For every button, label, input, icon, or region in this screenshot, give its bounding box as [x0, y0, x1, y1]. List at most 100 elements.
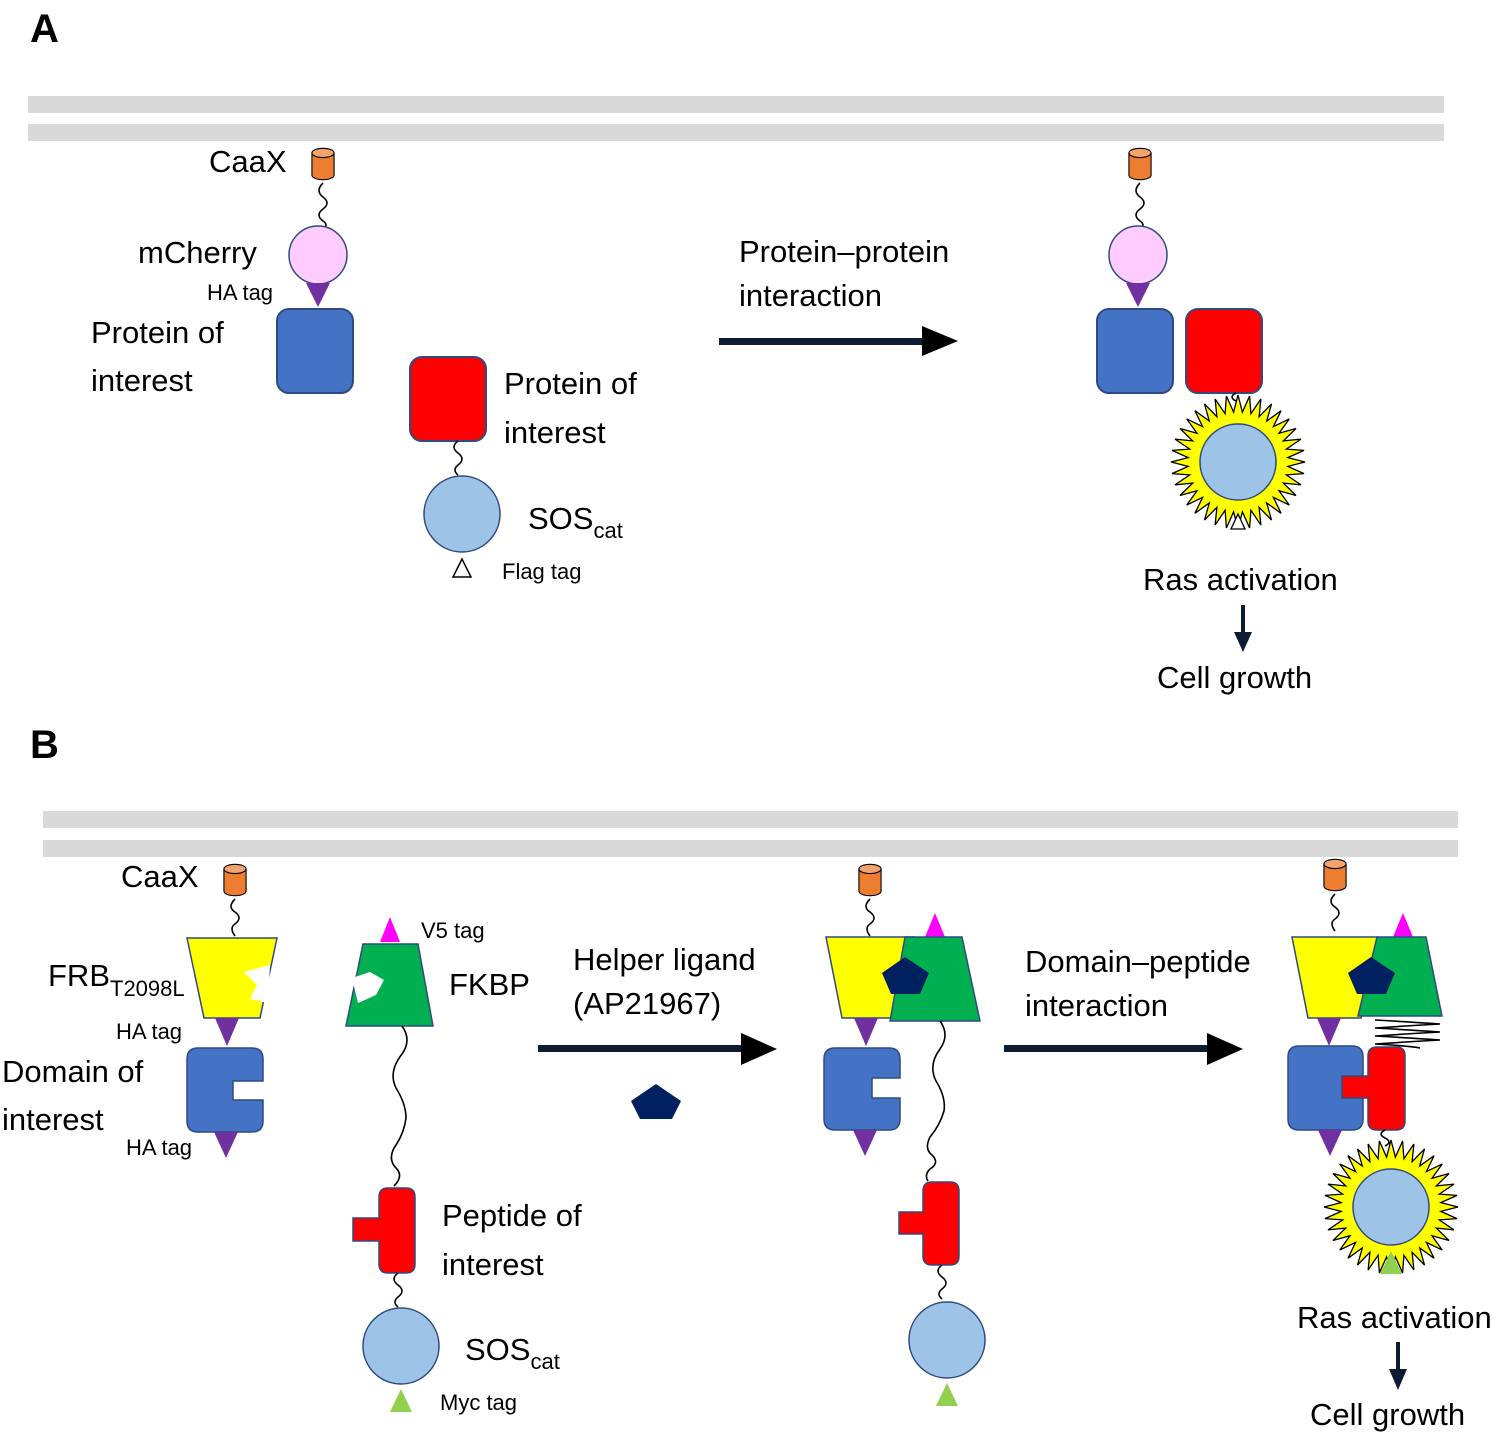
ras-activation-label: Ras activation: [1297, 1300, 1492, 1335]
fkbp-pocket: [352, 972, 384, 1003]
sos-label-main: SOS: [528, 501, 593, 536]
sos-circle: [423, 475, 501, 553]
arrow1-label-line1: Helper ligand: [573, 942, 756, 977]
mcherry-circle: [288, 225, 348, 285]
sos-circle: [1352, 1168, 1430, 1246]
caax-icon: [311, 147, 335, 181]
linker: [230, 898, 240, 937]
sos-label-sub: cat: [593, 518, 622, 543]
prey-protein-box: [1185, 308, 1263, 394]
ligand-pentagon-icon: [882, 957, 929, 994]
caax-icon: [223, 863, 247, 897]
domain-label-line2: interest: [2, 1102, 104, 1137]
sos-label-sub: cat: [530, 1349, 559, 1374]
myc-tag-label: Myc tag: [440, 1390, 517, 1415]
linker: [393, 1272, 403, 1308]
caax-icon: [858, 863, 882, 897]
panel-a-membrane-inner: [28, 124, 1444, 141]
domain-of-interest-shape: [1287, 1045, 1364, 1131]
arrow2-label-line1: Domain–peptide: [1025, 944, 1251, 979]
domain-of-interest-shape: [823, 1047, 901, 1131]
panel-b-membrane-inner: [43, 840, 1458, 857]
mcherry-label: mCherry: [138, 235, 257, 270]
flag-tag-triangle-icon: [451, 557, 473, 578]
interaction-arrow-shaft: [1004, 1045, 1212, 1052]
panel-a-letter: A: [30, 7, 59, 51]
arrow2-label-line2: interaction: [1025, 988, 1168, 1023]
linker: [925, 1020, 946, 1182]
bait-protein-label-line1: Protein of: [91, 315, 224, 350]
sos-circle: [908, 1301, 986, 1379]
arrow-label-line1: Protein–protein: [739, 234, 949, 269]
sos-circle: [362, 1307, 440, 1385]
domain-label-line1: Domain of: [2, 1054, 144, 1089]
cell-growth-label: Cell growth: [1310, 1397, 1465, 1432]
frb-label: FRBT2098L: [48, 958, 185, 1001]
ligand-arrow-shaft: [538, 1045, 746, 1052]
ligand-arrow-head-icon: [741, 1033, 777, 1065]
bait-protein-label-line2: interest: [91, 363, 193, 398]
ligand-pentagon-icon: [1348, 957, 1395, 994]
prey-protein-label-line2: interest: [504, 415, 606, 450]
ligand-pentagon-icon: [631, 1084, 681, 1119]
v5-tag-triangle-icon: [380, 917, 400, 942]
bait-protein-box: [1096, 308, 1174, 394]
peptide-label-line2: interest: [442, 1247, 544, 1282]
domain-of-interest-shape: [186, 1047, 264, 1133]
interaction-arrow-head-icon: [922, 326, 958, 356]
linker: [1380, 1129, 1390, 1147]
ha-tag-triangle-icon: [214, 1132, 238, 1158]
linker: [1135, 182, 1145, 230]
ha-tag-label-bottom: HA tag: [126, 1135, 192, 1160]
myc-tag-triangle-icon: [1380, 1251, 1402, 1274]
interaction-arrow-head-icon: [1207, 1033, 1243, 1065]
linker: [1330, 893, 1340, 932]
caax-icon: [1128, 147, 1152, 181]
caax-label: CaaX: [121, 859, 199, 894]
linker: [318, 182, 328, 230]
frb-pocket: [244, 965, 270, 1003]
panel-b-membrane-outer: [43, 811, 1458, 828]
v5-tag-triangle-icon: [1393, 913, 1413, 937]
prey-protein-box: [409, 356, 487, 442]
ha-tag-triangle-icon: [306, 283, 330, 307]
binding-squiggle: [1374, 1019, 1441, 1049]
growth-arrow-shaft: [1241, 605, 1245, 635]
linker: [865, 898, 875, 937]
ha-tag-triangle-icon: [1317, 1018, 1341, 1046]
cell-growth-label: Cell growth: [1157, 660, 1312, 695]
growth-arrow-head-icon: [1234, 632, 1252, 652]
ha-tag-triangle-icon: [215, 1018, 239, 1046]
flag-tag-label: Flag tag: [502, 559, 582, 584]
peptide-label-line1: Peptide of: [442, 1198, 582, 1233]
frb-label-sub: T2098L: [110, 976, 185, 1001]
panel-b-letter: B: [30, 723, 59, 767]
sos-label: SOScat: [528, 501, 623, 543]
frb-label-main: FRB: [48, 958, 110, 993]
linker: [453, 440, 463, 476]
sos-label: SOScat: [465, 1332, 560, 1374]
caax-label: CaaX: [209, 144, 287, 179]
peptide-shape: [898, 1181, 960, 1266]
interaction-arrow-shaft: [719, 338, 927, 345]
panel-a-membrane-outer: [28, 96, 1444, 113]
fkbp-label: FKBP: [449, 967, 530, 1002]
myc-tag-triangle-icon: [390, 1389, 412, 1412]
peptide-shape: [352, 1187, 416, 1274]
ha-tag-triangle-icon: [853, 1130, 877, 1156]
fkbp-trapezoid: [345, 943, 434, 1027]
ha-tag-label-top: HA tag: [116, 1019, 182, 1044]
mcherry-circle: [1108, 225, 1168, 285]
ha-tag-triangle-icon: [1126, 283, 1150, 307]
bait-protein-box: [276, 308, 354, 394]
prey-protein-label-line1: Protein of: [504, 366, 637, 401]
myc-tag-triangle-icon: [936, 1383, 958, 1406]
sos-circle: [1199, 423, 1277, 501]
ras-activation-label: Ras activation: [1143, 562, 1338, 597]
ha-tag-label: HA tag: [207, 280, 273, 305]
arrow-label-line2: interaction: [739, 278, 882, 313]
linker: [390, 1025, 408, 1187]
caax-icon: [1323, 858, 1347, 892]
frb-trapezoid: [1291, 936, 1379, 1019]
